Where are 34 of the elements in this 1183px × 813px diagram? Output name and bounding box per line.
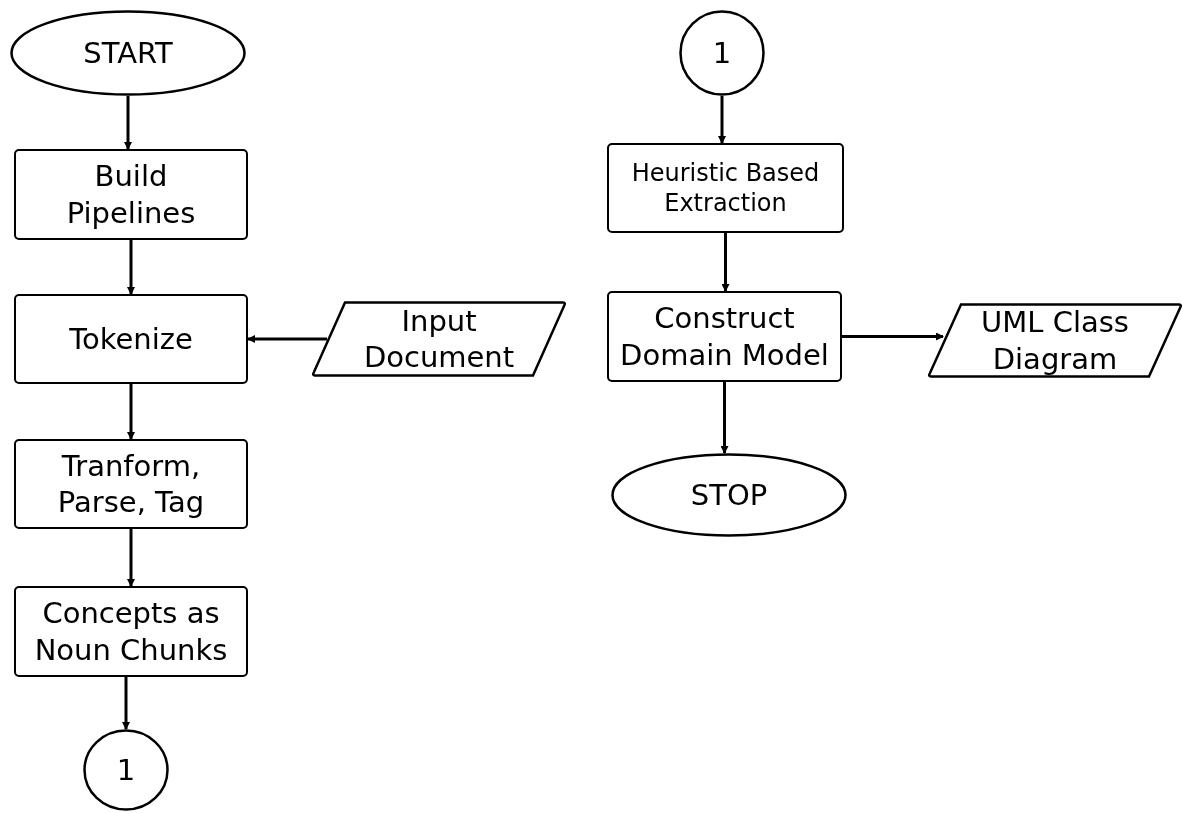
- arrow: [127, 240, 135, 295]
- process-box: [14, 439, 248, 529]
- node-label: Concepts as Noun Chunks: [33, 595, 229, 668]
- connector-circle: [679, 10, 765, 96]
- terminal-ellipse: [611, 453, 847, 537]
- data-parallelogram: [312, 301, 566, 377]
- arrow: [721, 233, 730, 292]
- node-label: STOP: [690, 476, 768, 514]
- process-box: [14, 149, 248, 240]
- process-box: [14, 586, 248, 677]
- node-label: Heuristic Based Extraction: [630, 158, 821, 218]
- arrow: [122, 677, 130, 730]
- arrow: [124, 96, 132, 150]
- node-label: 1: [712, 34, 732, 72]
- node-label: Input Document: [362, 302, 516, 376]
- data-parallelogram: [928, 303, 1182, 378]
- node-label: UML Class Diagram: [980, 304, 1130, 377]
- connector-circle: [83, 729, 169, 811]
- arrow: [718, 96, 726, 144]
- process-box: [607, 291, 842, 382]
- process-box: [14, 294, 248, 384]
- arrow: [127, 529, 135, 587]
- node-label: Construct Domain Model: [619, 300, 830, 373]
- node-label: Tokenize: [69, 320, 193, 358]
- arrow: [842, 332, 944, 341]
- process-box: [607, 143, 844, 233]
- terminal-ellipse: [10, 10, 246, 96]
- arrow: [720, 382, 729, 454]
- arrow: [127, 384, 135, 440]
- arrow: [247, 335, 327, 343]
- node-label: Build Pipelines: [65, 158, 197, 231]
- node-label: 1: [116, 751, 136, 789]
- node-label: Tranform, Parse, Tag: [56, 447, 206, 521]
- node-label: START: [83, 34, 173, 72]
